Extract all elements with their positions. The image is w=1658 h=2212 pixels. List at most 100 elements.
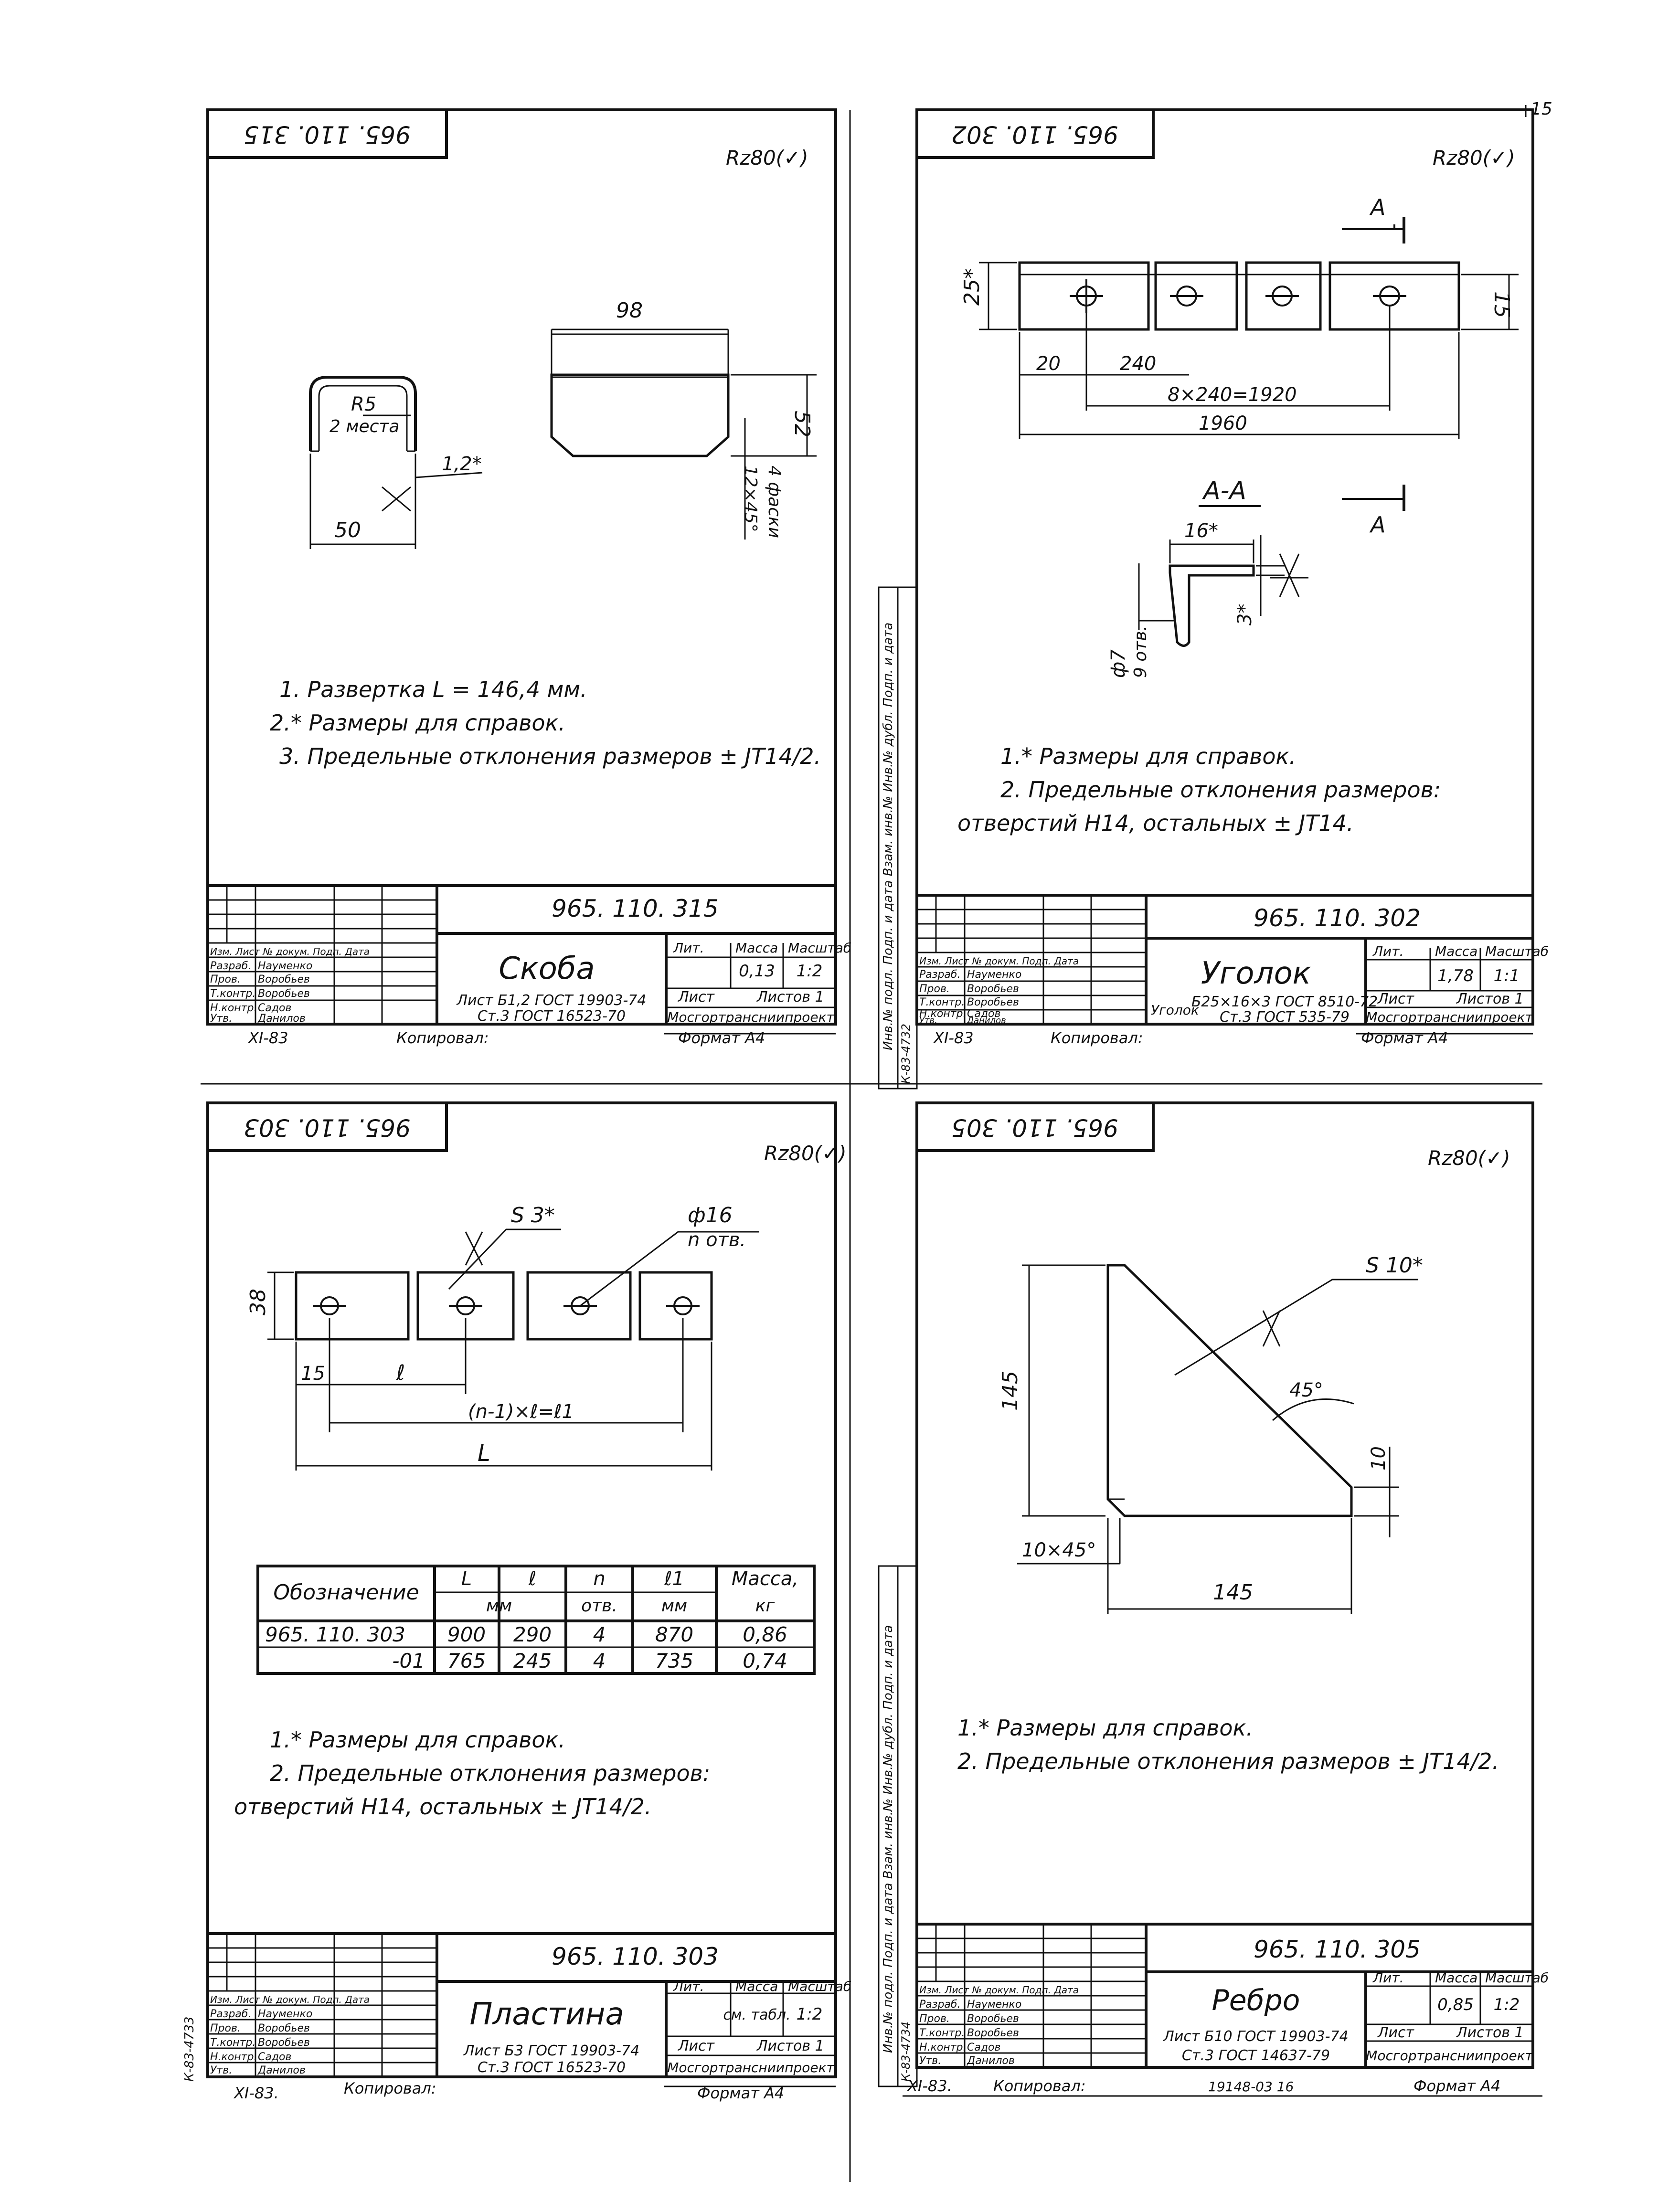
copied-label: Копировал: bbox=[396, 1029, 489, 1047]
material-line-2: Ст.3 ГОСТ 16523-70 bbox=[478, 1008, 626, 1025]
role-2: Пров. bbox=[919, 983, 950, 995]
stamp-number: 965. 110. 305 bbox=[951, 1114, 1118, 1142]
format-label: Формат А4 bbox=[1414, 2077, 1500, 2095]
copied-label: Копировал: bbox=[1051, 1029, 1143, 1047]
sheet-label: Лист bbox=[1377, 991, 1415, 1007]
material-line-0: Уголок bbox=[1151, 1002, 1199, 1018]
panel-3-plastina: 965. 110. 303 Rz80(✓) S 3* ф16 n отв. 38 bbox=[182, 1101, 851, 2102]
roughness-mark: Rz80(✓) bbox=[1428, 1146, 1510, 1170]
name-4: Садов bbox=[258, 1002, 291, 1014]
table-cell: 4 bbox=[593, 1649, 606, 1672]
name-2: Воробьев bbox=[258, 974, 310, 985]
roughness-mark: Rz80(✓) bbox=[726, 146, 808, 169]
name-3: Воробьев bbox=[967, 996, 1019, 1008]
name-2: Воробьев bbox=[258, 2022, 310, 2034]
part-title: Пластина bbox=[469, 1997, 624, 2032]
table-cell: 0,74 bbox=[743, 1649, 787, 1672]
dim-thickness: S 3* bbox=[511, 1203, 555, 1228]
mass-value: 0,13 bbox=[739, 962, 775, 981]
dim-16: 16* bbox=[1184, 520, 1218, 542]
role-4: Н.контр. bbox=[919, 1008, 966, 1020]
copied-label: Копировал: bbox=[344, 2079, 436, 2097]
material-line-2: Ст.3 ГОСТ 14637-79 bbox=[1182, 2047, 1330, 2064]
dim-3: 3* bbox=[1234, 604, 1256, 625]
table-unit-mm: мм bbox=[486, 1596, 512, 1616]
mass-value: 1,78 bbox=[1437, 966, 1474, 985]
sheets-label: Листов 1 bbox=[1456, 2024, 1524, 2041]
role-1: Разраб. bbox=[210, 2008, 251, 2020]
name-4: Садов bbox=[967, 1008, 1000, 1020]
sheets-label: Листов 1 bbox=[756, 2038, 824, 2054]
format-label: Формат А4 bbox=[1361, 1029, 1448, 1047]
lit-header: Лит. bbox=[673, 1979, 704, 1994]
mass-value: см. табл. bbox=[723, 2007, 790, 2023]
lit-header: Лит. bbox=[1372, 1970, 1403, 1986]
mass-header: Масса bbox=[1435, 943, 1477, 959]
side-labels: Инв.№ подл. Подп. и дата Взам. инв.№ Инв… bbox=[881, 1625, 895, 2053]
date: XI-83. bbox=[906, 2077, 952, 2095]
scale-header: Масштаб bbox=[1485, 1970, 1549, 1986]
note-2: 2. Предельные отклонения размеров: bbox=[270, 1760, 710, 1786]
bracket-side-view bbox=[309, 376, 417, 451]
mass-header: Масса bbox=[1435, 1970, 1477, 1986]
role-5: Утв. bbox=[919, 1016, 937, 1026]
angle-arc bbox=[1272, 1398, 1354, 1421]
role-4: Н.контр. bbox=[919, 2042, 966, 2053]
name-1: Науменко bbox=[967, 1999, 1021, 2011]
note-1: 1. Развертка L = 146,4 мм. bbox=[279, 677, 587, 702]
date: XI-83 bbox=[247, 1029, 288, 1047]
title-block: 965. 110. 302 Уголок Лит. Масса Масштаб … bbox=[915, 894, 1549, 1026]
roughness-mark: Rz80(✓) bbox=[1433, 146, 1515, 169]
dim-top: 98 bbox=[616, 298, 643, 323]
name-3: Воробьев bbox=[967, 2027, 1019, 2039]
dim-width: 145 bbox=[1213, 1580, 1253, 1605]
date: XI-83. bbox=[233, 2084, 279, 2102]
scale-value: 1:2 bbox=[797, 962, 823, 981]
cut-mark-bottom: А bbox=[1369, 512, 1385, 538]
roughness-mark: Rz80(✓) bbox=[764, 1142, 847, 1165]
name-1: Науменко bbox=[258, 960, 312, 972]
dim-chamfer-note: 4 фаски bbox=[765, 466, 784, 538]
scale-value: 1:2 bbox=[1494, 1995, 1520, 2014]
angle-section bbox=[1169, 564, 1255, 647]
material-line-2: Ст.3 ГОСТ 16523-70 bbox=[478, 2059, 626, 2076]
sheet-label: Лист bbox=[678, 989, 715, 1005]
sheets-label: Листов 1 bbox=[756, 989, 824, 1005]
dim-total: 1960 bbox=[1199, 413, 1247, 434]
mass-value: 0,85 bbox=[1437, 1995, 1474, 2014]
bottom-note: 19148-03 16 bbox=[1208, 2079, 1294, 2095]
material-line-1: Б25×16×3 ГОСТ 8510-72 bbox=[1191, 994, 1378, 1010]
name-5: Данилов bbox=[967, 1016, 1006, 1026]
name-1: Науменко bbox=[967, 969, 1021, 981]
note-2: 2. Предельные отклонения размеров: bbox=[1000, 777, 1441, 803]
dim-radius-note: 2 места bbox=[329, 417, 399, 436]
dim-height-15: 15 bbox=[1489, 291, 1514, 318]
organization: Мосгортрансниипроект bbox=[1366, 1009, 1533, 1025]
name-5: Данилов bbox=[257, 1013, 306, 1025]
stamp-box bbox=[915, 108, 1155, 159]
role-1: Разраб. bbox=[210, 960, 251, 972]
table-header-designation: Обозначение bbox=[273, 1580, 419, 1605]
dim-chain: (n-1)×ℓ=ℓ1 bbox=[468, 1401, 574, 1423]
date: XI-83 bbox=[933, 1029, 974, 1047]
bracket-front-view bbox=[550, 373, 730, 457]
table-header-L: L bbox=[461, 1568, 472, 1590]
dim-thickness: 1,2* bbox=[442, 453, 482, 475]
role-4: Н.контр. bbox=[210, 1002, 257, 1014]
stamp-number: 965. 110. 303 bbox=[244, 1114, 411, 1142]
name-2: Воробьев bbox=[967, 983, 1019, 995]
table-cell: 4 bbox=[593, 1623, 606, 1646]
note-3: отверстий H14, остальных ± JT14/2. bbox=[234, 1794, 651, 1820]
panel-1-skoba: 965. 110. 315 Rz80(✓) R5 2 места 1,2* 50… bbox=[206, 108, 851, 1047]
dim-radius: R5 bbox=[351, 393, 376, 415]
cut-mark-top: А bbox=[1369, 194, 1385, 220]
dim-pitch: ℓ bbox=[396, 1361, 405, 1385]
stamp-number: 965. 110. 302 bbox=[951, 121, 1118, 148]
name-5: Данилов bbox=[257, 2064, 306, 2076]
table-cell: 290 bbox=[513, 1623, 552, 1646]
designation: 965. 110. 315 bbox=[552, 895, 719, 922]
dim-240: 240 bbox=[1120, 353, 1156, 375]
material-line-1: Лист Б3 ГОСТ 19903-74 bbox=[463, 2043, 639, 2059]
table-cell: 870 bbox=[655, 1623, 693, 1646]
scale-header: Масштаб bbox=[788, 940, 851, 956]
